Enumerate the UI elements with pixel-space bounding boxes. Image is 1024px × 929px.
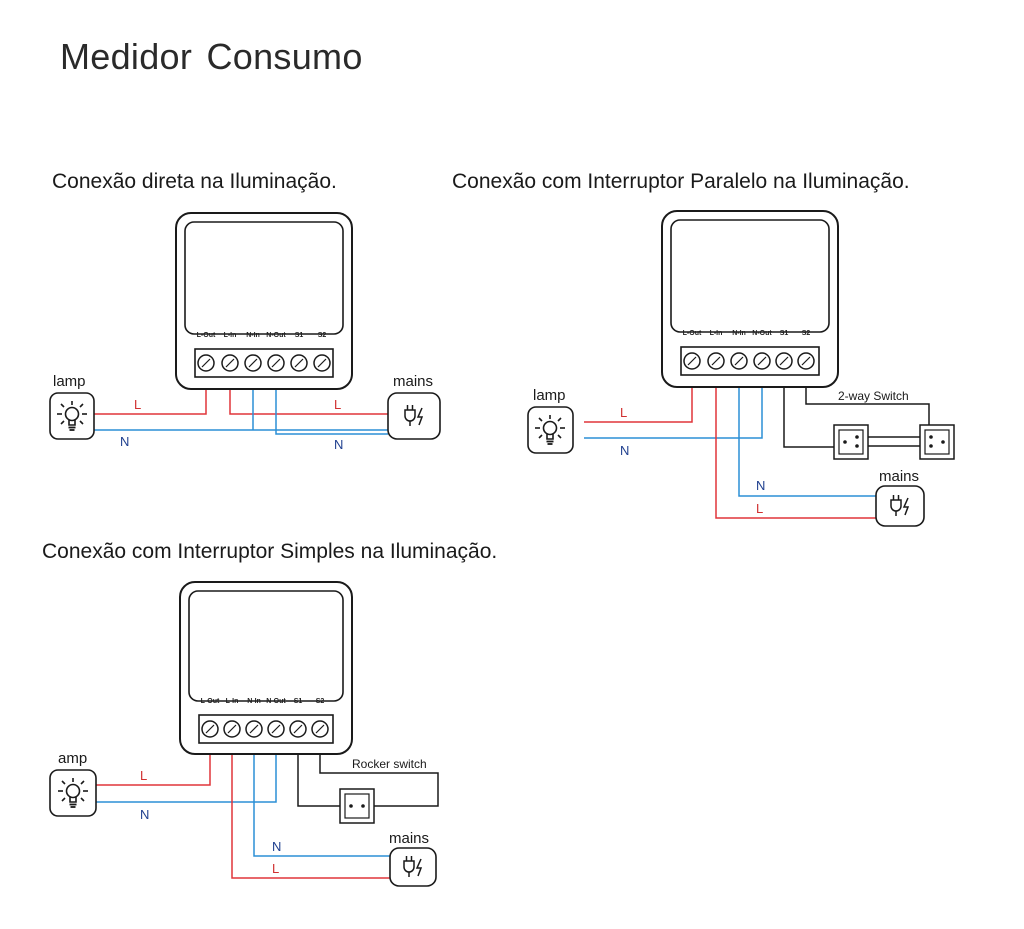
wire-live-in — [715, 361, 876, 519]
terminal-label-n-in: N-In — [247, 698, 261, 705]
mains-label: mains — [393, 373, 433, 390]
wire-label-l: L — [134, 397, 141, 412]
switch-label: Rocker switch — [352, 757, 427, 771]
wire-label-l: L — [272, 861, 279, 876]
wire-label-l: L — [334, 397, 341, 412]
switch-label: 2-way Switch — [838, 389, 909, 403]
wire-label-n: N — [620, 443, 629, 458]
wire-label-l: L — [140, 768, 147, 783]
lamp-label: amp — [58, 750, 87, 767]
wire-label-n: N — [272, 839, 281, 854]
terminal-label-l-out: L-Out — [201, 698, 220, 705]
terminal-label-n-out: N-Out — [752, 330, 772, 337]
terminal-label-n-out: N-Out — [266, 332, 286, 339]
terminal-label-l-in: L-In — [226, 698, 239, 705]
terminal-label-s2: S2 — [802, 330, 811, 337]
wire-label-n: N — [334, 437, 343, 452]
section-direct-title: Conexão direta na Iluminação. — [52, 170, 337, 193]
terminal-label-l-in: L-In — [224, 332, 237, 339]
wire-s2 — [319, 729, 439, 807]
terminal-label-n-in: N-In — [246, 332, 260, 339]
wire-label-l: L — [620, 405, 627, 420]
lamp-label: lamp — [53, 373, 86, 390]
mains-label: mains — [389, 830, 429, 847]
section-parallel-title: Conexão com Interruptor Paralelo na Ilum… — [452, 170, 910, 193]
terminal-label-s1: S1 — [780, 330, 789, 337]
lamp-label: lamp — [533, 387, 566, 404]
wire-label-n: N — [140, 807, 149, 822]
terminal-label-s1: S1 — [295, 332, 304, 339]
terminal-label-n-in: N-In — [732, 330, 746, 337]
terminal-label-s1: S1 — [294, 698, 303, 705]
wire-label-l: L — [756, 501, 763, 516]
wire-label-n: N — [120, 434, 129, 449]
diagram-simple: L-Out L-In N-In N-Out S1 S2 amp Rocker s… — [49, 581, 439, 887]
diagram-parallel: L-Out L-In N-In N-Out S1 S2 lamp 2-way S… — [527, 210, 955, 527]
wire-label-n: N — [756, 478, 765, 493]
section-simple-title: Conexão com Interruptor Simples na Ilumi… — [42, 540, 498, 563]
wire-live-in — [231, 729, 390, 879]
terminal-label-l-out: L-Out — [197, 332, 216, 339]
terminal-label-s2: S2 — [318, 332, 327, 339]
wire-neutral-in — [738, 361, 876, 497]
diagram-direct: L-Out L-In N-In N-Out S1 S2 lamp mains L… — [49, 212, 441, 452]
wire-neutral-in — [253, 729, 390, 857]
page-title: Medidor Consumo — [60, 36, 363, 77]
mains-label: mains — [879, 468, 919, 485]
terminal-label-s2: S2 — [316, 698, 325, 705]
terminal-label-l-in: L-In — [710, 330, 723, 337]
terminal-label-l-out: L-Out — [683, 330, 702, 337]
terminal-label-n-out: N-Out — [266, 698, 286, 705]
wire-s1 — [783, 361, 834, 448]
